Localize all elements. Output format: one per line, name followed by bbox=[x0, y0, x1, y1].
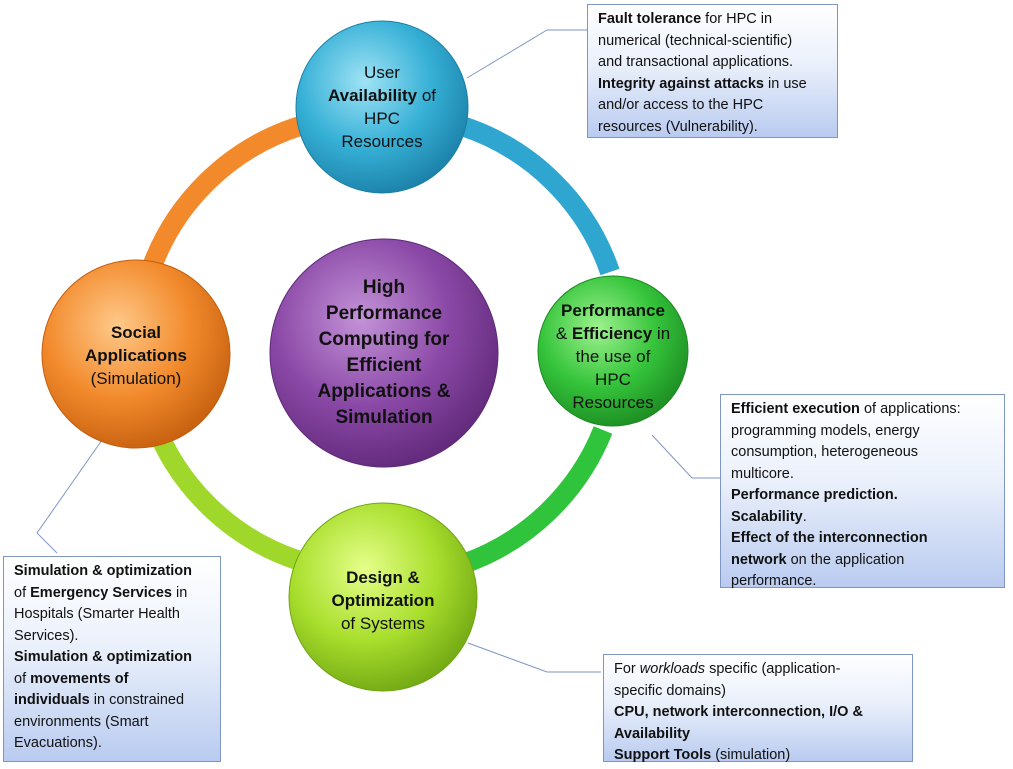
node-circle-performance bbox=[537, 275, 689, 427]
connector-design bbox=[467, 642, 601, 673]
connector-performance bbox=[651, 434, 720, 479]
connector-availability bbox=[466, 29, 587, 79]
center-line: Computing for bbox=[318, 329, 450, 350]
center-line: Simulation bbox=[335, 407, 433, 428]
callout-row: Availability bbox=[614, 725, 691, 742]
callout-workloads: For workloads specific (application- spe… bbox=[603, 654, 913, 763]
callout-fault-tolerance: Fault tolerance for HPC in numerical (te… bbox=[587, 4, 838, 138]
callout-row: Scalability. bbox=[731, 508, 807, 525]
callout-row: and/or access to the HPC bbox=[598, 97, 764, 113]
node-line: HPC bbox=[364, 109, 400, 128]
node-line: Availability of bbox=[327, 86, 437, 105]
callout-row: Performance prediction. bbox=[731, 487, 898, 503]
node-line: HPC bbox=[595, 369, 631, 389]
node-performance: Performance & Efficiency in the use of H… bbox=[538, 296, 688, 416]
callout-row: resources (Vulnerability). bbox=[598, 118, 758, 135]
callout-row: and transactional applications. bbox=[598, 54, 794, 70]
callout-row: environments (Smart bbox=[14, 713, 149, 730]
callout-row: For workloads specific (application- bbox=[614, 661, 841, 677]
callout-row: Simulation & optimization bbox=[14, 649, 193, 665]
node-design: Design & Optimization of Systems bbox=[289, 545, 477, 655]
callout-row: performance. bbox=[731, 573, 817, 589]
center-line: Performance bbox=[325, 303, 443, 324]
node-availability: User Availability of HPC Resources bbox=[296, 21, 468, 193]
callout-row: Support Tools (simulation) bbox=[614, 747, 791, 763]
node-circle-social bbox=[41, 259, 231, 449]
node-circle-availability bbox=[295, 20, 469, 194]
callout-row: network on the application bbox=[731, 551, 905, 568]
callout-row: programming models, energy bbox=[731, 422, 920, 439]
callout-simulation: Simulation & optimization of Emergency S… bbox=[3, 556, 221, 762]
node-line: of Systems bbox=[340, 613, 426, 633]
callout-row: of Emergency Services in bbox=[14, 584, 188, 601]
callout-efficient-execution: Efficient execution of applications: pro… bbox=[720, 394, 1005, 589]
ring-arc-green bbox=[459, 426, 613, 574]
node-circle-design bbox=[288, 502, 478, 692]
callout-row: multicore. bbox=[731, 465, 794, 482]
callout-row: of movements of bbox=[14, 670, 129, 687]
node-line: Design & bbox=[346, 567, 420, 587]
callout-row: Hospitals (Smarter Health bbox=[14, 606, 180, 622]
callout-row: Simulation & optimization bbox=[14, 563, 193, 579]
callout-row: Integrity against attacks in use bbox=[598, 75, 807, 92]
callout-row: Fault tolerance for HPC in bbox=[598, 11, 773, 27]
node-line: Optimization bbox=[331, 590, 435, 610]
callout-row: individuals in constrained bbox=[14, 692, 185, 708]
callout-row: Evacuations). bbox=[14, 735, 102, 751]
callout-row: CPU, network interconnection, I/O & bbox=[614, 704, 863, 720]
node-line: & Efficiency in bbox=[555, 323, 671, 343]
callout-row: Services). bbox=[14, 627, 79, 644]
center-line: Efficient bbox=[346, 355, 422, 376]
node-line: Social bbox=[110, 322, 162, 342]
center-line: Applications & bbox=[317, 381, 451, 402]
callout-row: Effect of the interconnection bbox=[731, 530, 928, 546]
callout-row: specific domains) bbox=[614, 682, 727, 699]
node-line: Applications bbox=[84, 345, 187, 365]
center-line: High bbox=[362, 277, 406, 298]
callout-row: numerical (technical-scientific) bbox=[598, 32, 793, 49]
node-line: User bbox=[364, 63, 400, 82]
node-line: (Simulation) bbox=[90, 368, 182, 388]
ring-arc-orange bbox=[140, 116, 304, 276]
node-line: Resources bbox=[572, 392, 654, 412]
center-node: High Performance Computing for Efficient… bbox=[270, 239, 498, 467]
callout-row: Efficient execution of applications: bbox=[731, 401, 961, 417]
node-line: Performance bbox=[561, 300, 665, 320]
ring-arc-blue bbox=[458, 116, 620, 276]
callout-row: consumption, heterogeneous bbox=[731, 444, 919, 460]
node-circle-center bbox=[269, 238, 499, 468]
node-line: the use of bbox=[575, 346, 651, 366]
node-social: Social Applications (Simulation) bbox=[42, 300, 230, 410]
connector-social bbox=[36, 439, 103, 554]
node-line: Resources bbox=[341, 132, 423, 151]
